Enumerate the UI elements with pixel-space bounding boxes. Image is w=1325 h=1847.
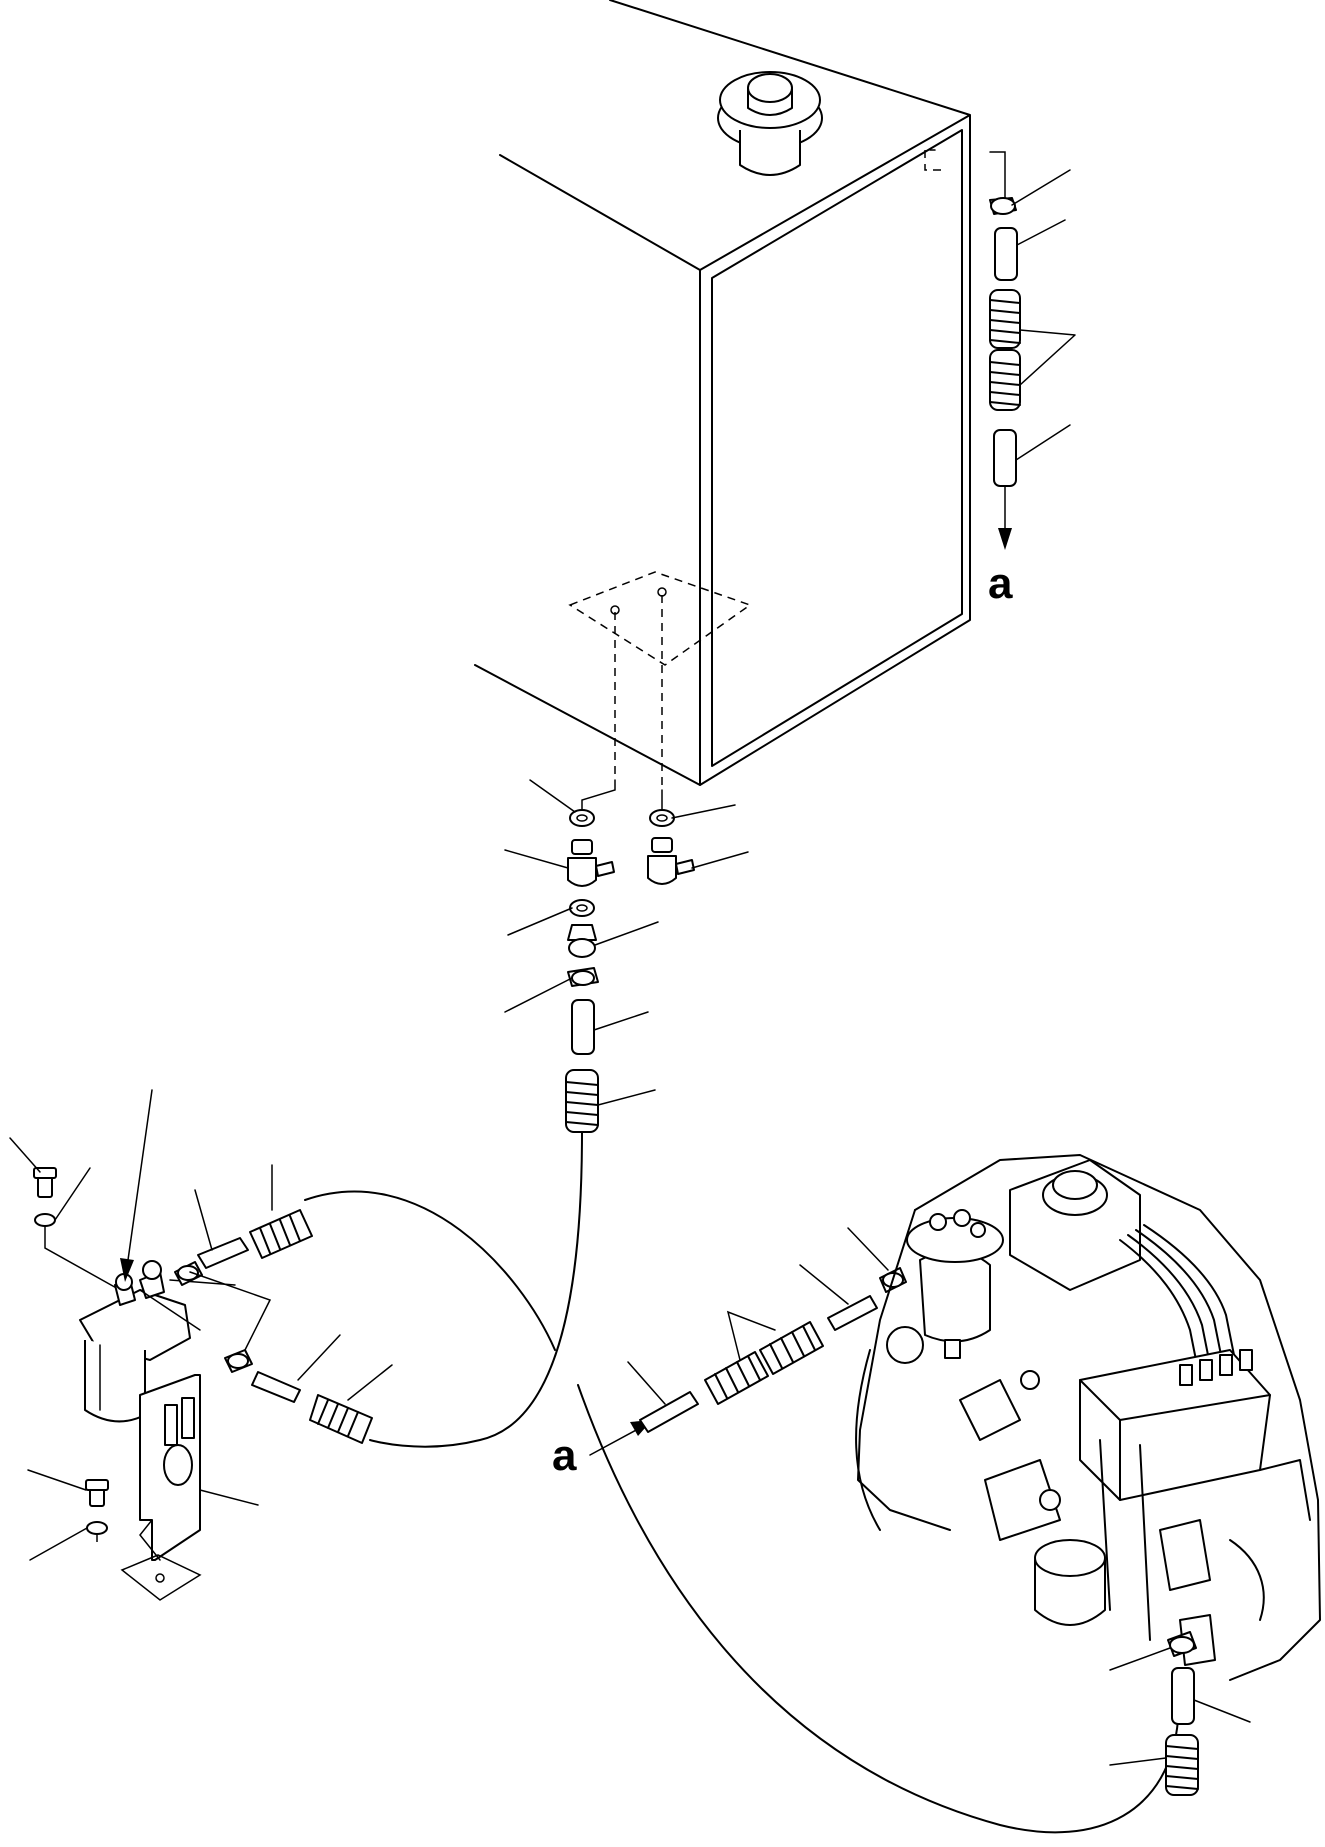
spring-guard: [249, 1209, 313, 1259]
ref-a-input: a: [552, 1227, 907, 1480]
spring-guard: [309, 1394, 373, 1444]
spring-guard: [989, 349, 1021, 411]
outlet-fittings: [504, 779, 749, 1133]
filter-hose-parts: [174, 1164, 393, 1444]
fuel-filter-assembly: [9, 1089, 259, 1601]
filler-cap: [717, 71, 823, 176]
return-line-top: a: [988, 151, 1076, 608]
fuel-tank: [474, 0, 971, 790]
spring-guard: [704, 1351, 769, 1405]
engine: [855, 1154, 1321, 1681]
spring-guard: [565, 1069, 599, 1133]
ref-label-a: a: [988, 559, 1013, 608]
spring-guard: [759, 1321, 824, 1375]
ref-label-a: a: [552, 1431, 577, 1480]
spring-guard: [989, 289, 1021, 349]
engine-return-parts: [1109, 1631, 1251, 1796]
fuel-hoses: [304, 1131, 1179, 1834]
spring-guard: [1165, 1734, 1199, 1796]
